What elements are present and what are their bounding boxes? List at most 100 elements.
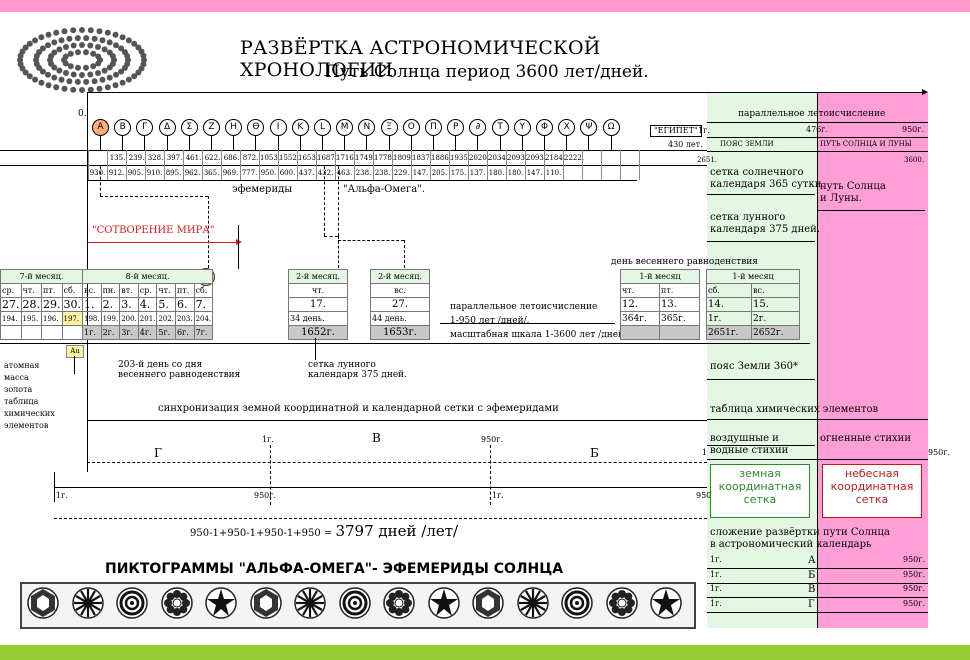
daycount-cell: 195.: [21, 312, 42, 326]
scale-G: Г: [154, 447, 162, 461]
scale-dash-lower: [54, 518, 707, 519]
right-n3600: 3600.: [904, 157, 924, 164]
spiral-dot: [45, 72, 51, 78]
lunar-grid-label: сетка лунного календаря 375 дней.: [308, 361, 407, 381]
glyph-tick: [366, 136, 367, 150]
month1b-yr21: 2651г.: [707, 326, 752, 340]
right-arrow4: [707, 379, 815, 380]
sum-formula-text: 950-1+950-1+950-1+950 =: [190, 528, 335, 539]
right-row-line: [707, 568, 928, 569]
spiral-dot: [79, 87, 85, 93]
glyph-tick: [433, 136, 434, 150]
day203-label: 203-й день со дня весеннего равноденстви…: [118, 361, 240, 381]
spiral-dot: [113, 72, 119, 78]
alphabet-glyph: Δ: [159, 119, 176, 136]
number-top: 2222.: [564, 155, 583, 162]
number-top: 2184.: [545, 155, 564, 162]
spiral-dot: [131, 73, 137, 79]
daycount-cell: 199.: [101, 312, 120, 326]
empty-cell: [1, 326, 22, 340]
leader-A-h: [100, 196, 208, 197]
month1a-yr1: 364г.: [621, 312, 660, 326]
spiral-dot: [118, 69, 124, 75]
left-note: элементов: [4, 422, 48, 430]
ephemeris-label: эфемериды: [232, 184, 292, 196]
glyph-tick: [477, 136, 478, 150]
number-bottom: 238.: [354, 170, 373, 177]
spiral-dot: [102, 68, 108, 74]
weekday-cell: чт.: [157, 284, 176, 298]
glyph-tick: [189, 136, 190, 150]
circle-triangle-icon: [71, 586, 105, 620]
number-divider: [88, 150, 89, 180]
page-subtitle: Путь Солнца период 3600 лет/дней.: [325, 62, 685, 82]
glyph-tick: [100, 136, 101, 150]
spiral-dot: [126, 37, 132, 43]
number-divider: [354, 150, 355, 180]
au-badge: Au: [66, 345, 84, 358]
month1b-dn2: 15.: [752, 298, 800, 312]
number-divider: [278, 150, 279, 180]
month2b-title: 2-й месяц.: [371, 270, 430, 284]
spiral-dot: [140, 53, 146, 59]
spiral-dot: [38, 80, 44, 86]
spiral-dot: [62, 28, 68, 34]
spiral-dot: [97, 86, 103, 92]
year-axis-line: [0, 343, 810, 344]
number-divider: [221, 150, 222, 180]
au-leader: [74, 356, 75, 374]
month2a-title: 2-й месяц.: [289, 270, 348, 284]
daynum-cell: 2.: [101, 298, 120, 312]
number-bottom: 137.: [468, 170, 487, 177]
spiral-dot: [92, 36, 98, 42]
spiral-dot: [62, 86, 68, 92]
right-row-letter: Б: [808, 571, 815, 581]
number-divider: [487, 150, 488, 180]
alphabet-glyph: H: [225, 119, 242, 136]
right-row-start: 1г.: [710, 600, 722, 608]
creation-label: "СОТВОРЕНИЕ МИРА": [92, 225, 214, 237]
number-bottom: 950.: [259, 170, 278, 177]
glyph-tick: [255, 136, 256, 150]
number-top: 1749.: [355, 155, 374, 162]
daynum-cell: 27.: [1, 298, 22, 312]
number-bottom: 777.: [240, 170, 259, 177]
alphabet-glyph: A: [92, 119, 109, 136]
right-arrow3: [707, 241, 815, 242]
year-cell: 2г.: [101, 326, 120, 340]
number-bottom: 600.: [278, 170, 297, 177]
number-top: 328.: [146, 155, 165, 162]
right-row-line: [707, 597, 928, 598]
daycount-cell: 200.: [120, 312, 139, 326]
scale-g950: 950г.: [254, 492, 276, 500]
number-divider: [430, 150, 431, 180]
scale-V: В: [372, 432, 381, 446]
alphabet-glyph: P: [447, 119, 464, 136]
number-bottom: 912.: [107, 170, 126, 177]
number-top: 2020.: [469, 155, 488, 162]
number-bottom: 110.: [544, 170, 563, 177]
spiral-dot: [53, 84, 59, 90]
spiral-dot: [88, 27, 94, 33]
sum-result: 3797 дней /лет/: [335, 522, 458, 540]
daycount-cell: 197.: [62, 312, 83, 326]
glyph-tick: [144, 136, 145, 150]
number-bottom: 895.: [164, 170, 183, 177]
glyph-tick: [522, 136, 523, 150]
daynum-cell: 30.: [62, 298, 83, 312]
alphabet-glyph: I: [270, 119, 287, 136]
spiral-dot: [124, 53, 130, 59]
spiral-dot: [83, 79, 89, 85]
daycount-cell: 201.: [138, 312, 157, 326]
spiral-dot: [120, 34, 126, 40]
number-top: 239.: [127, 155, 146, 162]
alphabet-glyph: N: [358, 119, 375, 136]
left-note: атомная: [4, 362, 39, 370]
number-divider: [202, 150, 203, 180]
star-burst-icon: [382, 586, 416, 620]
glyph-tick: [411, 136, 412, 150]
number-divider: [468, 150, 469, 180]
scale-v950: 950г.: [481, 436, 503, 444]
lunar-leader: [315, 338, 316, 360]
right-row-letter: В: [808, 585, 815, 595]
